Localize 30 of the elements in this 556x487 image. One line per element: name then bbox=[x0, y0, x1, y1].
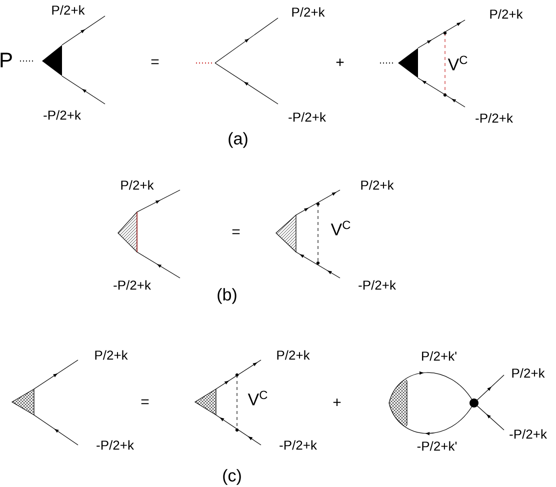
momentum-label: -P/2+k bbox=[288, 112, 326, 122]
momentum-label: -P/2+k bbox=[280, 440, 317, 450]
momentum-label: -P/2+k bbox=[358, 280, 396, 290]
momentum-label: -P/2+k' bbox=[417, 441, 457, 451]
momentum-label: P/2+k' bbox=[422, 351, 456, 361]
momentum-label: -P/2+k bbox=[96, 440, 134, 450]
equals-sign: = bbox=[232, 229, 240, 234]
momentum-label: P/2+k bbox=[277, 350, 310, 360]
momentum-label: P bbox=[0, 52, 12, 68]
interaction-label: V$^{C}$ bbox=[448, 56, 468, 70]
momentum-label: -P/2+k bbox=[510, 429, 547, 439]
equals-sign: = bbox=[151, 59, 159, 64]
panel-label: (a) bbox=[228, 132, 248, 148]
plus-sign: + bbox=[333, 398, 341, 406]
momentum-label: -P/2+k bbox=[476, 113, 513, 123]
momentum-label: P/2+k bbox=[52, 5, 85, 15]
momentum-label: P/2+k bbox=[95, 350, 128, 360]
momentum-label: P/2+k bbox=[121, 180, 154, 190]
panel-label: (b) bbox=[218, 288, 236, 304]
plus-sign: + bbox=[336, 58, 344, 66]
interaction-label: V$^{C}$ bbox=[330, 220, 350, 236]
momentum-label: -P/2+k bbox=[114, 280, 151, 290]
momentum-label: P/2+k bbox=[490, 9, 523, 19]
momentum-label: -P/2+k bbox=[44, 110, 81, 120]
interaction-label: V$^{C}$ bbox=[248, 390, 268, 406]
momentum-label: P/2+k bbox=[361, 180, 394, 190]
equals-sign: = bbox=[141, 399, 149, 404]
momentum-label: P/2+k bbox=[512, 368, 545, 378]
panel-label: (c) bbox=[223, 469, 241, 485]
momentum-label: P/2+k bbox=[292, 7, 325, 17]
